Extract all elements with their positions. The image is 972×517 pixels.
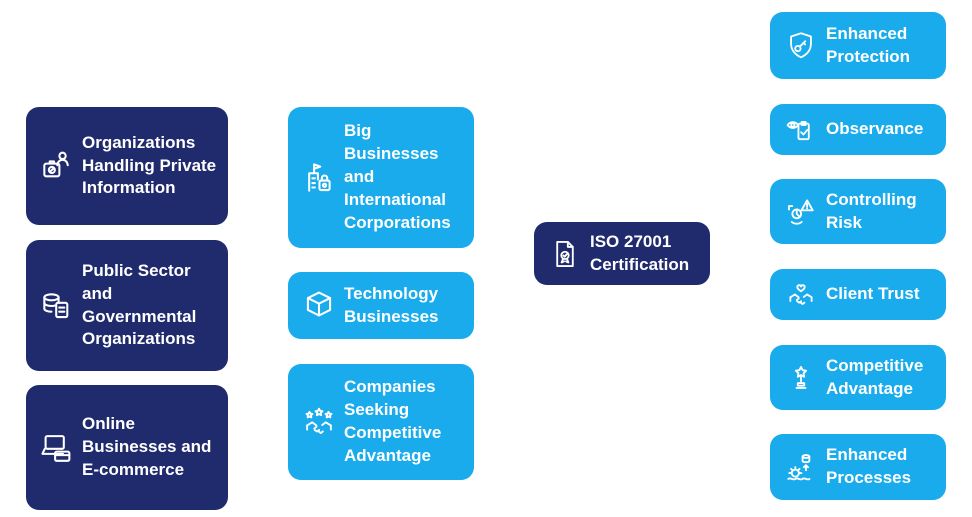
card-companies-seeking-advantage: Companies Seeking Competitive Advantage xyxy=(288,364,474,480)
star-trophy-icon xyxy=(781,361,821,395)
card-label: Client Trust xyxy=(826,284,920,304)
card-enhanced-protection: Enhanced Protection xyxy=(770,12,946,79)
card-label: Online Businesses and E-commerce xyxy=(82,414,212,479)
card-label: Organizations Handling Private Informati… xyxy=(82,132,217,198)
handshake-heart-icon xyxy=(781,278,821,312)
card-client-trust: Client Trust xyxy=(770,269,946,320)
certificate-icon xyxy=(545,237,585,271)
shield-key-icon xyxy=(781,29,821,63)
card-online-businesses: Online Businesses and E-commerce xyxy=(26,385,228,510)
card-competitive-advantage: Competitive Advantage xyxy=(770,345,946,410)
card-controlling-risk: Controlling Risk xyxy=(770,179,946,244)
card-label: Observance xyxy=(826,119,924,139)
card-enhanced-processes: Enhanced Processes xyxy=(770,434,946,500)
card-public-sector: Public Sector and Governmental Organizat… xyxy=(26,240,228,371)
card-label: Enhanced Protection xyxy=(826,23,911,66)
corporate-building-lock-icon xyxy=(299,159,339,197)
person-privacy-icon xyxy=(37,147,77,185)
risk-chart-warning-icon xyxy=(781,195,821,229)
card-iso-27001-certification: ISO 27001 Certification xyxy=(534,222,710,285)
card-label: Technology Businesses xyxy=(344,283,439,326)
card-label: Big Businesses and International Corpora… xyxy=(344,121,451,232)
laptop-payment-icon xyxy=(37,429,77,467)
card-observance: Observance xyxy=(770,104,946,155)
cube-icon xyxy=(299,287,339,325)
database-document-icon xyxy=(37,287,77,325)
card-label: ISO 27001 Certification xyxy=(590,231,690,274)
eye-checklist-icon xyxy=(781,113,821,147)
gear-database-upgrade-icon xyxy=(781,450,821,484)
stars-handshake-icon xyxy=(299,403,339,441)
card-technology-businesses: Technology Businesses xyxy=(288,272,474,339)
card-label: Controlling Risk xyxy=(826,189,917,232)
card-label: Companies Seeking Competitive Advantage xyxy=(344,377,442,465)
card-big-businesses: Big Businesses and International Corpora… xyxy=(288,107,474,248)
card-organizations-private-info: Organizations Handling Private Informati… xyxy=(26,107,228,225)
card-label: Competitive Advantage xyxy=(826,355,924,398)
card-label: Enhanced Processes xyxy=(826,445,912,487)
card-label: Public Sector and Governmental Organizat… xyxy=(82,260,197,349)
